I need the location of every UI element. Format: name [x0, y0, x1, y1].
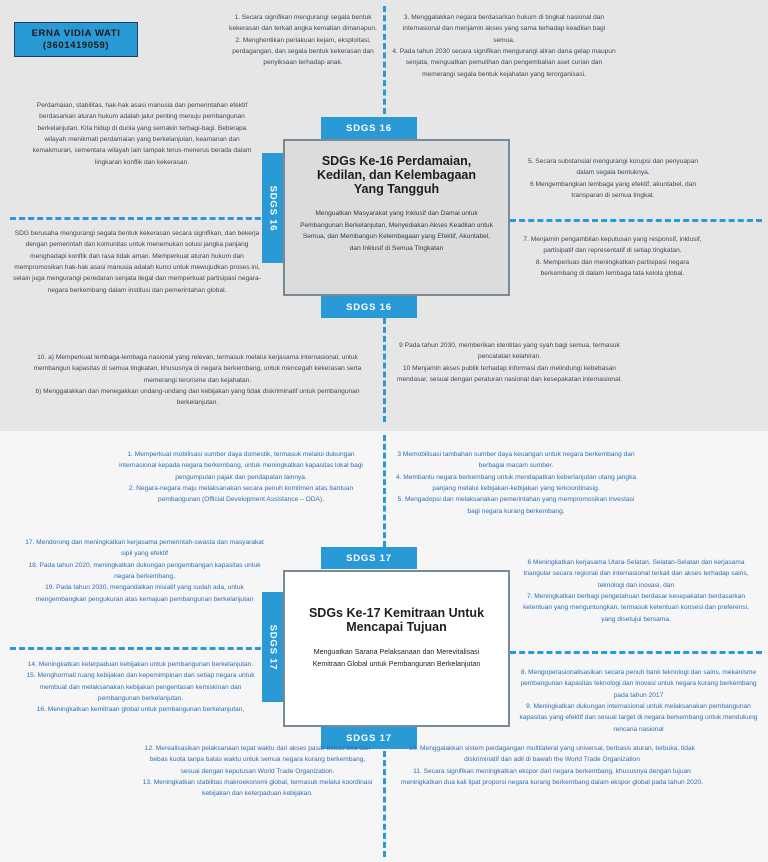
sdg17-targets-12-13: 12. Merealisasikan pelaksanaan tepat wak…	[142, 745, 373, 798]
author-name: ERNA VIDIA WATI	[31, 28, 121, 39]
sdg16-tab-top: SDGS 16	[321, 117, 417, 139]
sdg17-dash-right	[510, 651, 762, 654]
sdg17-title: SDGs Ke-17 Kemitraan Untuk Mencapai Tuju…	[308, 606, 485, 634]
sdg17-targets-8-9: 8. Mengoperasionalisasikan secara penuh …	[519, 669, 758, 733]
sdg17-tab-left: SDGS 17	[262, 592, 284, 702]
sdg16-targets-9-10: 9 Pada tahun 2030, memberikan identitas …	[396, 342, 623, 383]
sdg16-title: SDGs Ke-16 Perdamaian, Kedilan, dan Kele…	[316, 154, 477, 196]
sdg17-targets-10-11: 10. Menggalakkan sistem perdagangan mult…	[400, 745, 704, 786]
sdg17-targets-14-16: 14. Meningkatkan keterpaduan kebijakan u…	[26, 661, 255, 714]
sdg16-targets-3-4: 3. Menggalakkan negara berdasarkan hukum…	[392, 14, 616, 78]
sdg16-subtitle: Menguatkan Masyarakat yang Inklusif dan …	[300, 210, 493, 252]
sdg17-tab-bottom: SDGS 17	[321, 727, 417, 749]
sdg17-dash-left	[10, 647, 270, 650]
sdg16-description-text: SDG berusaha mengurangi segala bentuk ke…	[13, 230, 261, 294]
sdg16-tab-bottom: SDGS 16	[321, 296, 417, 318]
sdg17-targets-1-2: 1. Memperkuat mobilisasi sumber daya dom…	[119, 451, 363, 504]
sdg16-dash-top	[383, 6, 386, 114]
sdg16-dash-bottom	[383, 318, 386, 422]
sdg16-panel: ERNA VIDIA WATI (3601419059) SDGS 16 SDG…	[10, 6, 762, 422]
sdg16-targets-5-6: 5. Secara substansial mengurangi korupsi…	[527, 158, 699, 199]
sdg17-dash-bottom	[383, 751, 386, 857]
sdg17-tab-top: SDGS 17	[321, 547, 417, 569]
sdg16-dash-right	[510, 219, 762, 222]
sdg16-tab-left: SDGS 16	[262, 153, 284, 263]
sdg17-dash-top	[383, 435, 386, 547]
author-box: ERNA VIDIA WATI (3601419059)	[14, 22, 138, 57]
sdg17-targets-6-7: 6 Meningkatkan kerjasama Utara-Selatan, …	[523, 559, 749, 623]
sdg16-targets-1-2: 1. Secara signifikan mengurangi segala b…	[229, 14, 377, 67]
sdg16-targets-7-8: 7. Menjamin pengambilan keputusan yang r…	[523, 236, 702, 277]
sdg17-subtitle: Menguatkan Sarana Pelaksanaan dan Merevi…	[312, 648, 481, 669]
sdg16-intro-text: Perdamaian, stabilitas, hak-hak asasi ma…	[32, 102, 252, 166]
sdg16-center-box: SDGs Ke-16 Perdamaian, Kedilan, dan Kele…	[283, 139, 510, 296]
sdg16-dash-left	[10, 217, 270, 220]
sdg17-targets-3-5: 3 Memobilisasi tambahan sumber daya keua…	[395, 451, 637, 515]
sdg17-targets-17-19: 17. Mendorong dan meningkatkan kerjasama…	[25, 539, 264, 603]
sdg17-center-box: SDGs Ke-17 Kemitraan Untuk Mencapai Tuju…	[283, 570, 510, 727]
sdg17-panel: SDGS 17 SDGS 17 SDGS 17 SDGS 17 SDGs Ke-…	[0, 431, 768, 862]
sdg16-target-10: 10. a) Memperkuat lembaga-lembaga nasion…	[33, 354, 362, 407]
author-id: (3601419059)	[42, 39, 110, 51]
